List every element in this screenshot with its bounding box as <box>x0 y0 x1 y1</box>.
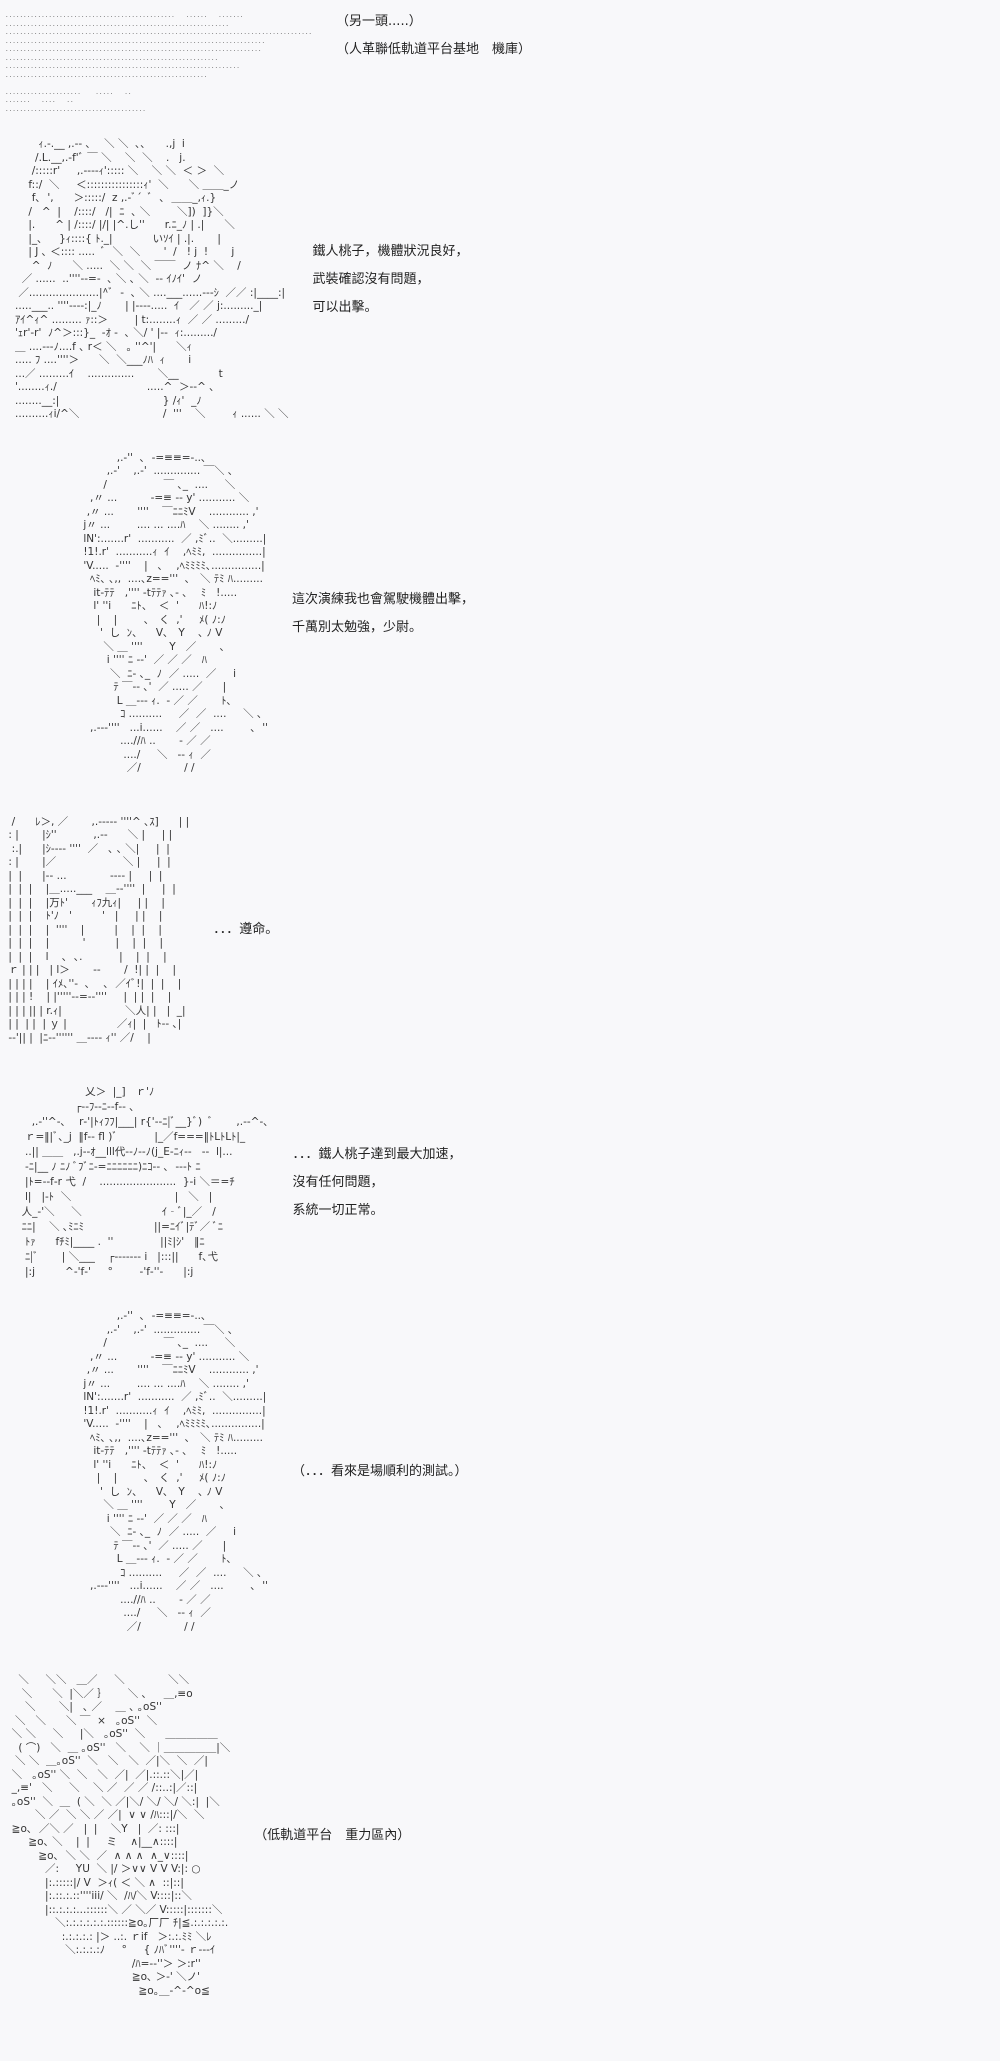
dialogue-line: 系統一切正常。 <box>292 1202 384 1218</box>
scene-caption: （另一頭.....） <box>336 14 422 29</box>
ascii-art-cockpit: 乂＞ |_] ｒ'ﾉ ┌‐‐ﾌ‐‐ﾆ‐‐f‐‐ ､ ,.-''^-､ r‐'|ﾄ… <box>21 1086 269 1278</box>
panel-3: / ﾚ＞, ／ ,.-‐‐‐‐ ''''^ ､ｽ] | | : | |ｼ'' ,… <box>0 816 1000 1046</box>
dialogue-line: 沒有任何問題， <box>292 1174 384 1190</box>
dialogue: ．．．鐵人桃子達到最大加速， 沒有任何問題， 系統一切正常。 <box>293 1141 462 1225</box>
location-caption: （低軌道平台 重力區內） <box>254 1828 411 1843</box>
header-dotted-art: ........................................… <box>5 12 313 113</box>
dialogue-line: （．．．看來是場順利的測試。） <box>292 1464 468 1479</box>
dialogue-line: 可以出擊。 <box>312 299 378 315</box>
dialogue-line: ．．．鐵人桃子達到最大加速， <box>292 1146 462 1162</box>
dialogue-line: 這次演練我也會駕駛機體出擊， <box>292 591 475 607</box>
dialogue-line: 千萬別太勉強，少尉。 <box>292 619 423 635</box>
location-caption: （人革聯低軌道平台基地 機庫） <box>336 42 532 57</box>
header: ........................................… <box>0 0 1000 114</box>
dialogue-line: 武裝確認沒有問題， <box>312 271 430 287</box>
dialogue: （．．．看來是場順利的測試。） <box>292 1458 468 1486</box>
header-captions: （另一頭.....） （人革聯低軌道平台基地 機庫） <box>336 8 531 64</box>
panel-6: ＼ ＼＼ ＿／ ＼ ＼＼ ＼ ＼ |＼／ ｝ ＼ ､ ＿,≡o ＼ ＼| ､ ／… <box>0 1674 1000 2018</box>
panel-1: ｨ.-.__ ,.-‐ ､ ＼ ＼ ､､ .,j i /.L.__,.-f'ﾞ … <box>0 138 1000 422</box>
panel-5: ,.-'' ､ -=≡≡=-..､ ,.-' ,.-' ............… <box>0 1310 1000 1634</box>
panel-2: ,.-'' ､ -=≡≡=-..､ ,.-' ,.-' ............… <box>0 452 1000 776</box>
dialogue: 鐵人桃子，機體狀況良好， 武裝確認沒有問題， 可以出擊。 <box>313 238 469 322</box>
ascii-art-character: / ﾚ＞, ／ ,.-‐‐‐‐ ''''^ ､ｽ] | | : | |ｼ'' ,… <box>8 815 190 1044</box>
ascii-art-officer: ,.-'' ､ -=≡≡=-..､ ,.-' ,.-' ............… <box>83 1310 269 1633</box>
ascii-art-officer: ,.-'' ､ -=≡≡=-..､ ,.-' ,.-' ............… <box>83 451 269 775</box>
ascii-art-mecha: ＼ ＼＼ ＿／ ＼ ＼＼ ＼ ＼ |＼／ ｝ ＼ ､ ＿,≡o ＼ ＼| ､ ／… <box>11 1674 231 1997</box>
dialogue: 這次演練我也會駕駛機體出擊， 千萬別太勉強，少尉。 <box>292 586 474 642</box>
dialogue: ．．．遵命。 <box>213 916 278 944</box>
dialogue: （低軌道平台 重力區內） <box>254 1822 410 1850</box>
ascii-art-pilot: ｨ.-.__ ,.-‐ ､ ＼ ＼ ､､ .,j i /.L.__,.-f'ﾞ … <box>15 138 289 420</box>
dialogue-line: 鐵人桃子，機體狀況良好， <box>312 243 469 259</box>
dialogue-line: ．．．遵命。 <box>213 922 279 938</box>
panel-4: 乂＞ |_] ｒ'ﾉ ┌‐‐ﾌ‐‐ﾆ‐‐f‐‐ ､ ,.-''^-､ r‐'|ﾄ… <box>0 1085 1000 1280</box>
